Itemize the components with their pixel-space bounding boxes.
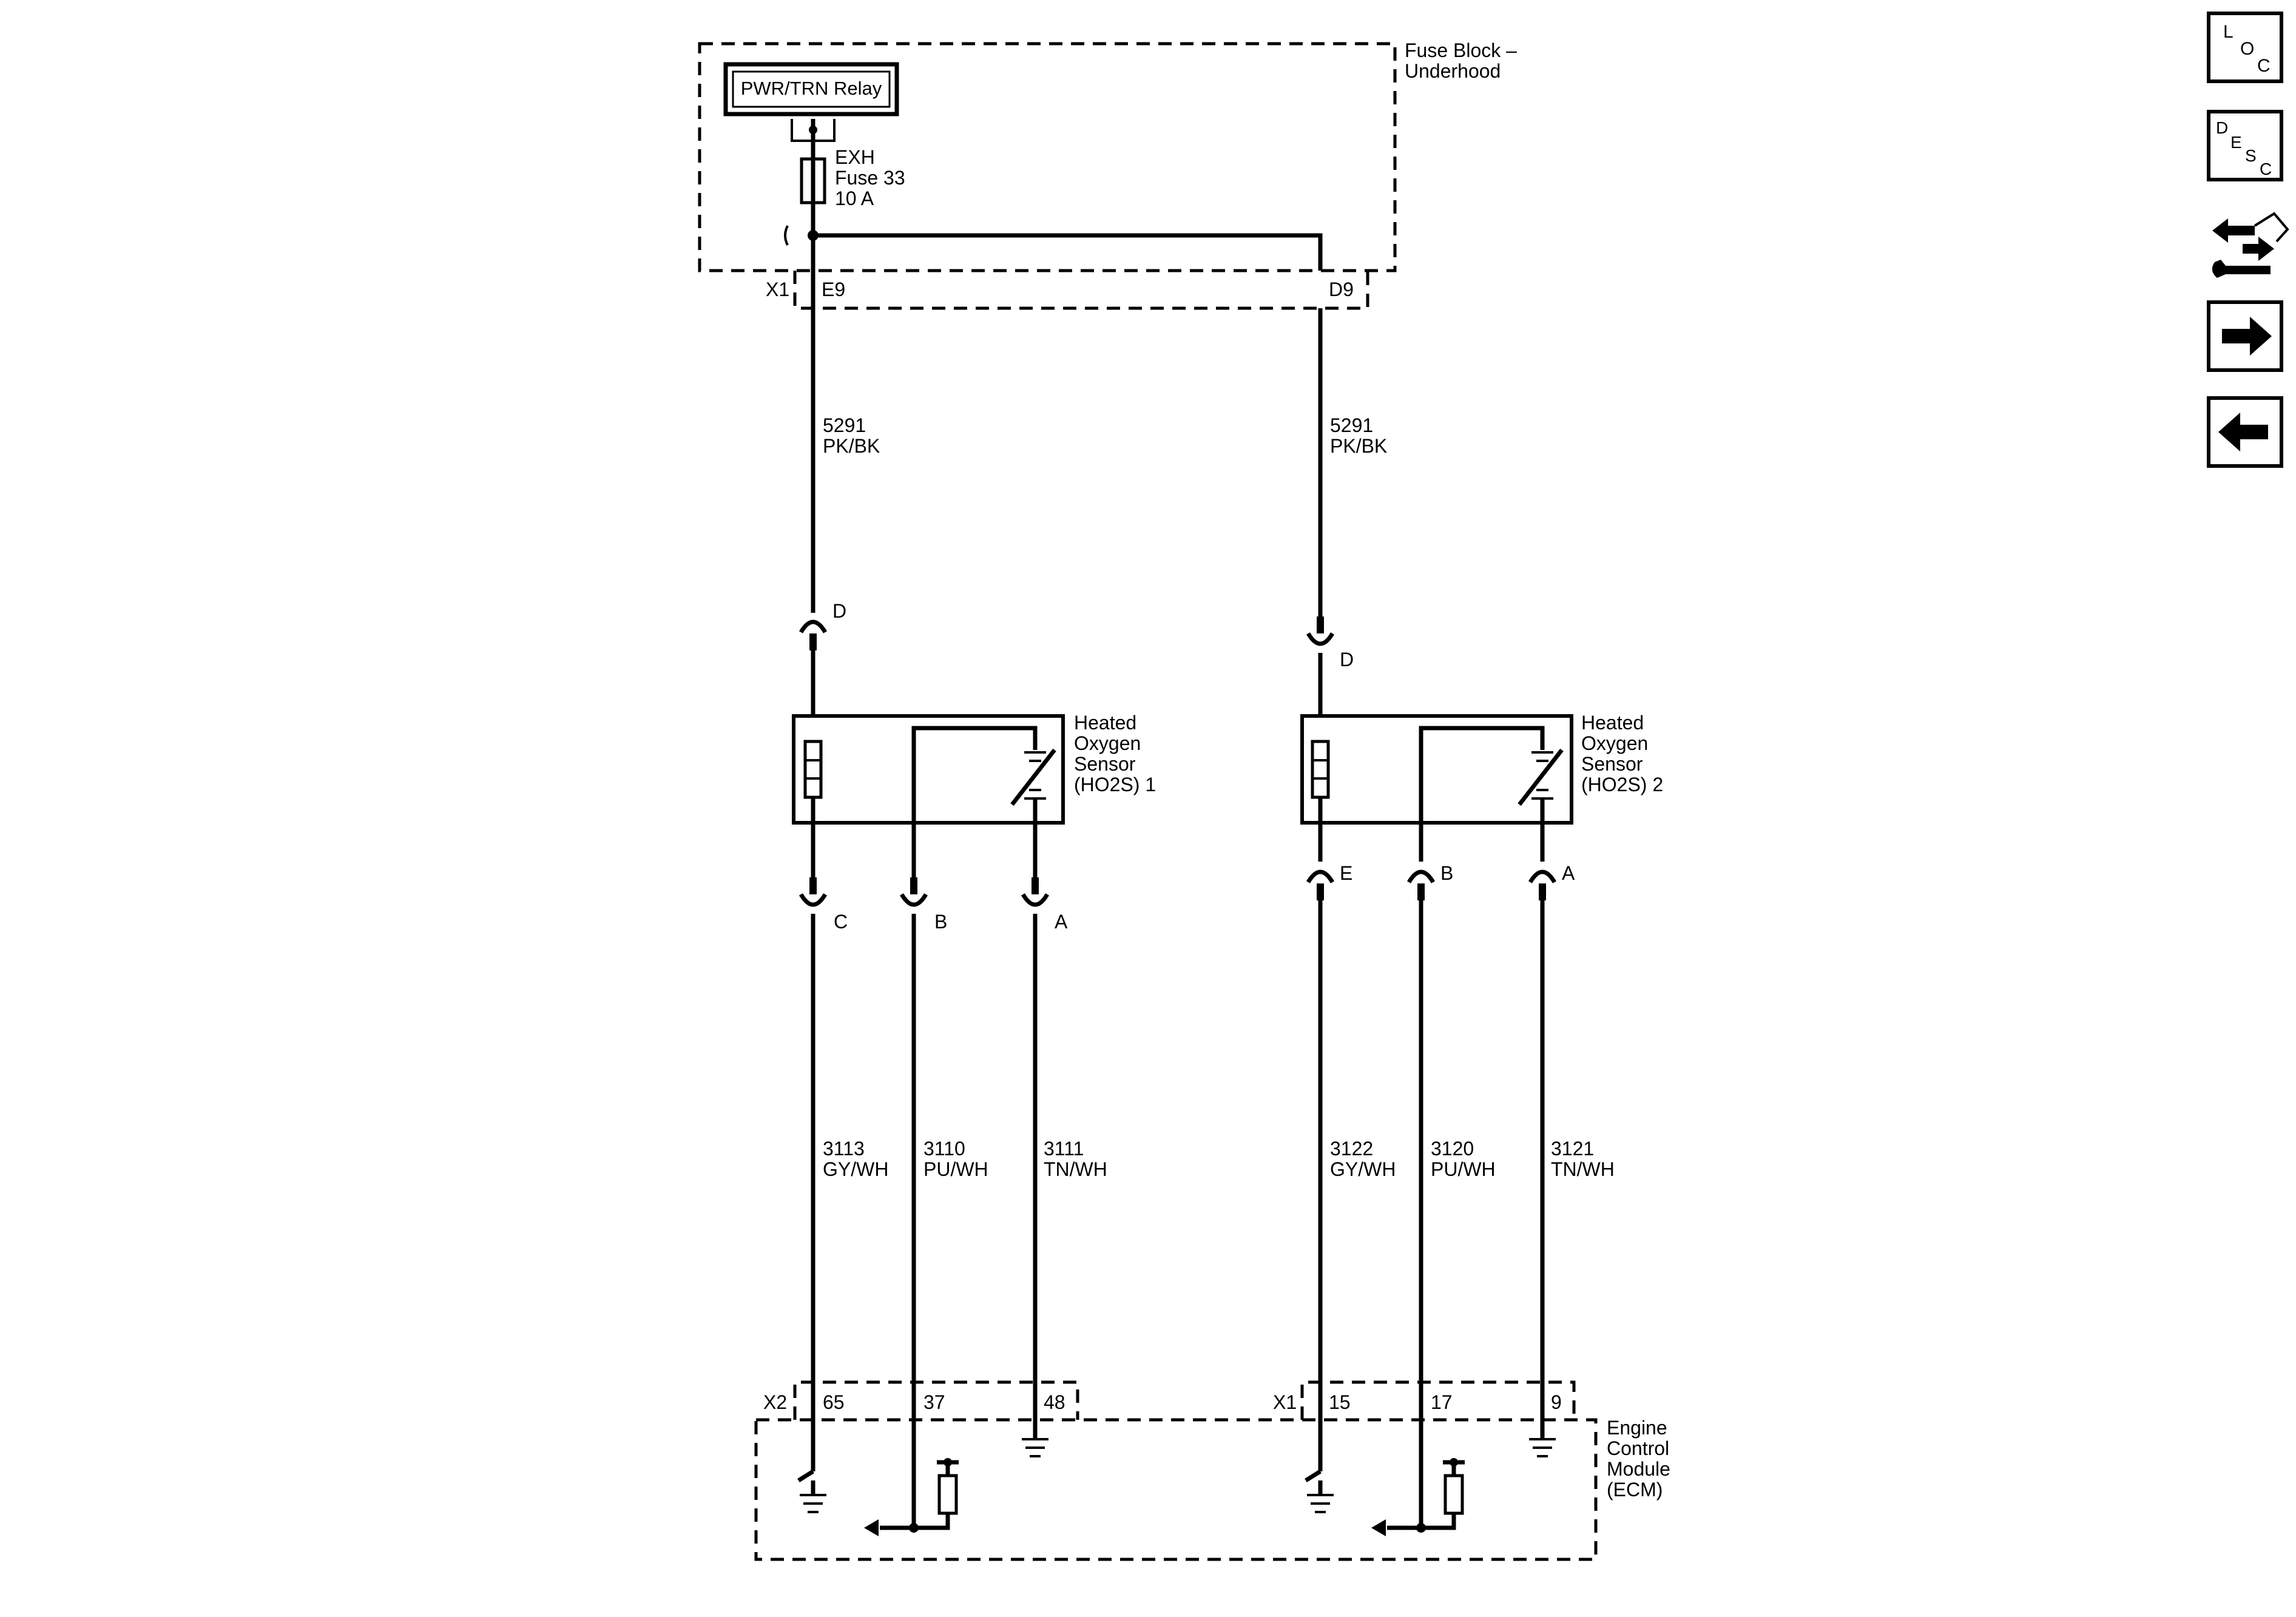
ecm-label-3: Module: [1607, 1458, 1670, 1480]
double-arrow-icon: [2212, 218, 2255, 243]
s2-pin-e-connector: [1306, 823, 1335, 1471]
schematic-tools-button[interactable]: [2212, 212, 2289, 278]
ho2s-2-label-3: Sensor: [1581, 753, 1643, 775]
ecm-pin-37: 37: [923, 1391, 945, 1413]
arrow-left-icon: [2218, 413, 2268, 451]
x1-connector-strip: [793, 271, 1369, 310]
arrow-right-icon: [2222, 317, 2272, 356]
ecm-label-1: Engine: [1607, 1417, 1667, 1439]
s1-pin-c: C: [834, 911, 848, 933]
ecm-label-4: (ECM): [1607, 1479, 1663, 1501]
fuse-label-1: EXH: [835, 146, 875, 168]
s2-pin-d: D: [1340, 649, 1354, 670]
s2b-color: PU/WH: [1431, 1158, 1496, 1180]
e9-label: E9: [822, 279, 845, 300]
s2a-color: TN/WH: [1551, 1158, 1615, 1180]
ecm-switch-15: [1305, 1470, 1322, 1482]
ho2s-2-label-2: Oxygen: [1581, 732, 1648, 754]
loc-o: O: [2240, 39, 2254, 59]
desc-c: C: [2260, 160, 2272, 178]
ho2s-1-label-2: Oxygen: [1074, 732, 1141, 754]
ecm-pin-48: 48: [1044, 1391, 1065, 1413]
left-supply-color: PK/BK: [823, 435, 880, 457]
s2-pin-b: B: [1440, 862, 1453, 884]
s1-pin-a: A: [1055, 911, 1068, 933]
s1c-color: GY/WH: [823, 1158, 888, 1180]
ecm-pin-15: 15: [1329, 1391, 1351, 1413]
fuse-label-2: Fuse 33: [835, 167, 905, 189]
next-page-button[interactable]: [2207, 300, 2283, 372]
fuse-block-label-2: Underhood: [1405, 60, 1501, 82]
ho2s-1-label-1: Heated: [1074, 712, 1136, 734]
ground-icon: [1022, 1438, 1048, 1457]
s1b-circuit: 3110: [923, 1138, 965, 1160]
loc-button[interactable]: L O C: [2207, 12, 2283, 83]
fuse-block-outline: [698, 42, 1397, 272]
loc-l: L: [2223, 22, 2234, 42]
ecm-x1-connector-strip: [1300, 1380, 1576, 1420]
fuse-label-3: 10 A: [835, 187, 874, 209]
x1-top-label: X1: [766, 279, 789, 300]
s2-pin-a: A: [1562, 862, 1575, 884]
ho2s-1-box: [792, 714, 1065, 825]
d9-label: D9: [1329, 279, 1354, 300]
fuse-block-label-1: Fuse Block –: [1405, 39, 1517, 61]
s2e-color: GY/WH: [1330, 1158, 1396, 1180]
ho2s-2-label-1: Heated: [1581, 712, 1644, 734]
ground-icon: [1307, 1494, 1334, 1513]
ho2s-1-label-3: Sensor: [1074, 753, 1136, 775]
relay-label: PWR/TRN Relay: [741, 78, 882, 99]
s1-pin-b-connector: [899, 823, 928, 1528]
ho2s-2-box: [1300, 714, 1573, 825]
ecm-switch-65: [797, 1470, 814, 1482]
loc-c: C: [2257, 56, 2271, 76]
desc-s: S: [2245, 146, 2257, 165]
connector-outline-icon: [2254, 212, 2289, 243]
s1b-color: PU/WH: [923, 1158, 988, 1180]
ground-icon: [1529, 1438, 1556, 1457]
desc-e: E: [2230, 133, 2242, 152]
s1-pin-c-connector: [799, 823, 828, 1471]
s1c-circuit: 3113: [823, 1138, 865, 1160]
ecm-pin-17: 17: [1431, 1391, 1453, 1413]
s2a-circuit: 3121: [1551, 1138, 1594, 1160]
s2-pin-e: E: [1340, 862, 1352, 884]
ecm-pin-9: 9: [1551, 1391, 1562, 1413]
ecm-x2-label: X2: [763, 1391, 787, 1413]
right-supply-circuit: 5291: [1330, 414, 1373, 436]
relay-box: [723, 62, 899, 116]
ecm-label-2: Control: [1607, 1437, 1669, 1459]
s1-pin-b: B: [934, 911, 947, 933]
ecm-outline: [754, 1418, 1598, 1561]
s2-pin-a-connector: [1528, 823, 1557, 1438]
s1-pin-a-connector: [1021, 823, 1050, 1438]
ecm-pin-65: 65: [823, 1391, 845, 1413]
s1a-circuit: 3111: [1044, 1138, 1084, 1160]
ecm-x1-label: X1: [1273, 1391, 1297, 1413]
s1-pin-d: D: [832, 600, 846, 622]
previous-page-button[interactable]: [2207, 396, 2283, 468]
wrench-icon: [2212, 260, 2271, 278]
s2-pin-b-connector: [1406, 823, 1436, 1528]
desc-d: D: [2216, 118, 2228, 137]
right-supply-color: PK/BK: [1330, 435, 1387, 457]
desc-button[interactable]: D E S C: [2207, 110, 2283, 181]
ho2s-1-label-4: (HO2S) 1: [1074, 774, 1156, 795]
s2e-circuit: 3122: [1330, 1138, 1373, 1160]
ecm-x2-connector-strip: [793, 1380, 1079, 1420]
left-supply-circuit: 5291: [823, 414, 866, 436]
ho2s-2-label-4: (HO2S) 2: [1581, 774, 1663, 795]
s2b-circuit: 3120: [1431, 1138, 1474, 1160]
ground-icon: [800, 1494, 826, 1513]
s1a-color: TN/WH: [1044, 1158, 1107, 1180]
